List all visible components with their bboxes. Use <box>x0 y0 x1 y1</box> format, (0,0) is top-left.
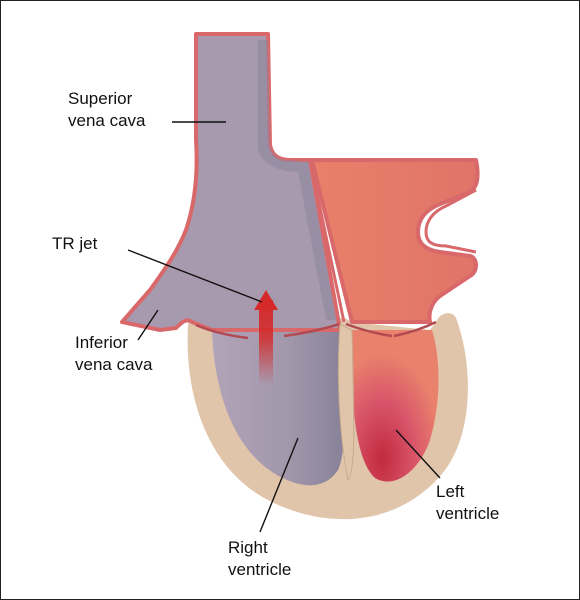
label-tr-jet: TR jet <box>52 233 97 255</box>
label-right-ventricle-line2: ventricle <box>228 559 291 581</box>
label-tr-jet-line1: TR jet <box>52 233 97 255</box>
label-left-ventricle-line2: ventricle <box>436 503 499 525</box>
label-superior-vena-cava: Superior vena cava <box>68 88 146 132</box>
label-right-ventricle: Right ventricle <box>228 537 291 581</box>
label-inferior-vena-cava: Inferior vena cava <box>75 332 153 376</box>
label-inferior-vena-cava-line1: Inferior <box>75 332 153 354</box>
label-superior-vena-cava-line1: Superior <box>68 88 146 110</box>
label-superior-vena-cava-line2: vena cava <box>68 110 146 132</box>
label-inferior-vena-cava-line2: vena cava <box>75 354 153 376</box>
label-left-ventricle: Left ventricle <box>436 481 499 525</box>
tr-jet-shaft <box>259 300 273 385</box>
label-left-ventricle-line1: Left <box>436 481 499 503</box>
label-right-ventricle-line1: Right <box>228 537 291 559</box>
